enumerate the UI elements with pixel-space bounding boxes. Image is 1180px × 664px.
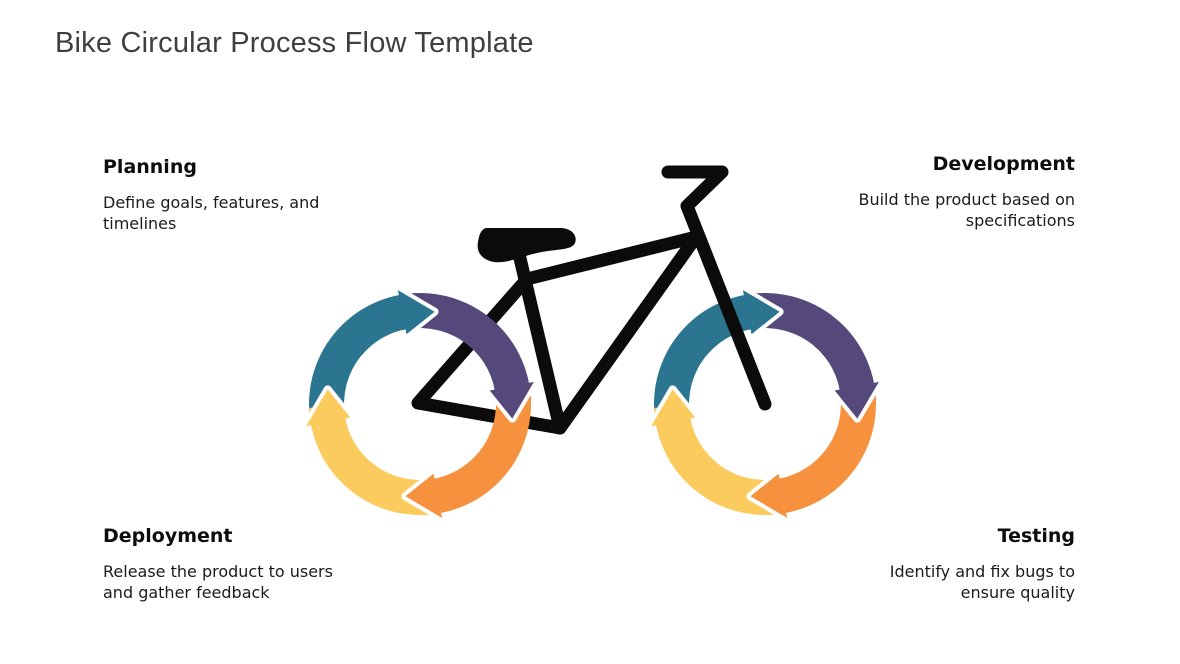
bike-seat-tube [512, 247, 567, 435]
cycle-arc-segment [422, 384, 531, 515]
step-deployment: Deployment Release the product to users … [103, 524, 403, 603]
step-planning-heading: Planning [103, 156, 197, 178]
step-development-heading: Development [932, 153, 1075, 175]
cycle-arrowhead [834, 381, 879, 419]
cycle-arrowhead [306, 389, 351, 427]
step-testing: Testing Identify and fix bugs to ensure … [775, 524, 1075, 603]
cycle-arc-segment [309, 293, 418, 424]
cycle-arc-segment [767, 384, 876, 515]
page-title: Bike Circular Process Flow Template [55, 27, 534, 59]
description-line: Define goals, features, and [103, 193, 320, 212]
description-line: Release the product to users [103, 562, 333, 581]
step-deployment-heading: Deployment [103, 525, 233, 547]
step-testing-heading: Testing [997, 525, 1075, 547]
cycle-arrowhead [405, 473, 443, 518]
cycle-arrowhead [750, 473, 788, 518]
step-planning-description: Define goals, features, and timelines [103, 192, 403, 234]
description-line: specifications [965, 211, 1075, 230]
description-line: and gather feedback [103, 583, 270, 602]
step-testing-description: Identify and fix bugs to ensure quality [775, 561, 1075, 603]
description-line: ensure quality [960, 583, 1075, 602]
step-deployment-description: Release the product to users and gather … [103, 561, 403, 603]
cycle-arc-segment [654, 406, 785, 515]
cycle-arrowhead [397, 290, 435, 335]
step-development: Development Build the product based on s… [775, 152, 1075, 231]
cycle-arc-segment [309, 406, 440, 515]
cycle-arrowhead [651, 389, 696, 427]
step-development-description: Build the product based on specification… [775, 189, 1075, 231]
cycle-arrowhead [742, 290, 780, 335]
bicycle-icon [411, 165, 772, 435]
bike-handlebar-fork [661, 165, 772, 411]
bike-saddle [477, 228, 576, 263]
description-line: Build the product based on [858, 190, 1075, 209]
cycle-arc-segment [745, 293, 876, 402]
step-planning: Planning Define goals, features, and tim… [103, 155, 403, 234]
rear-wheel-cycle-arrows [302, 286, 538, 522]
description-line: Identify and fix bugs to [889, 562, 1075, 581]
cycle-arc-segment [400, 293, 531, 402]
description-line: timelines [103, 214, 177, 233]
cycle-arrowhead [489, 381, 534, 419]
